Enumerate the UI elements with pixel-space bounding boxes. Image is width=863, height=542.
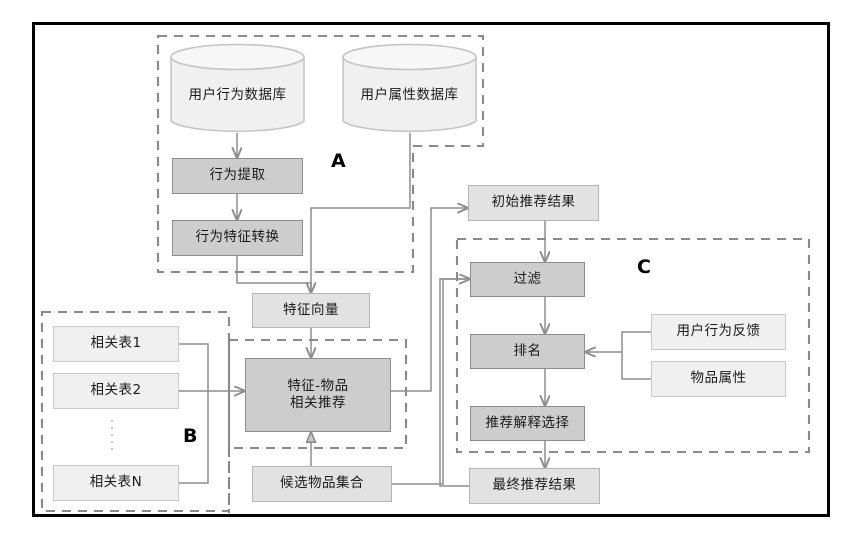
feature-vector-node[interactable]: 特征向量 xyxy=(252,293,370,328)
user-behavior-db: 用户行为数据库 xyxy=(169,43,306,135)
user-behavior-feedback-node[interactable]: 用户行为反馈 xyxy=(651,314,786,350)
relation-table-n-node[interactable]: 相关表N xyxy=(53,465,179,501)
explanation-selection-node[interactable]: 推荐解释选择 xyxy=(470,406,585,441)
relation-table-2-node[interactable]: 相关表2 xyxy=(53,373,179,409)
ranking-node[interactable]: 排名 xyxy=(470,334,585,369)
user-attribute-db: 用户属性数据库 xyxy=(341,43,478,135)
group-label-c: C xyxy=(637,256,651,278)
initial-recommend-result-node[interactable]: 初始推荐结果 xyxy=(468,185,599,221)
user-attribute-db-label: 用户属性数据库 xyxy=(360,87,459,103)
feature-item-recommend-line2: 相关推荐 xyxy=(290,395,346,411)
filter-node[interactable]: 过滤 xyxy=(470,262,585,297)
feature-item-recommend-line1: 特征-物品 xyxy=(287,377,349,394)
group-label-b: B xyxy=(183,425,198,447)
candidate-item-set-node[interactable]: 候选物品集合 xyxy=(252,466,392,502)
behavior-extraction-node[interactable]: 行为提取 xyxy=(172,158,303,194)
user-behavior-db-label: 用户行为数据库 xyxy=(188,87,287,103)
final-recommend-result-node[interactable]: 最终推荐结果 xyxy=(469,468,600,504)
item-attribute-node[interactable]: 物品属性 xyxy=(651,361,786,397)
group-label-a: A xyxy=(331,150,346,172)
relation-table-1-node[interactable]: 相关表1 xyxy=(53,326,179,362)
behavior-feature-transform-node[interactable]: 行为特征转换 xyxy=(172,220,303,256)
feature-item-recommend-node[interactable]: 特征-物品 相关推荐 xyxy=(245,358,391,432)
